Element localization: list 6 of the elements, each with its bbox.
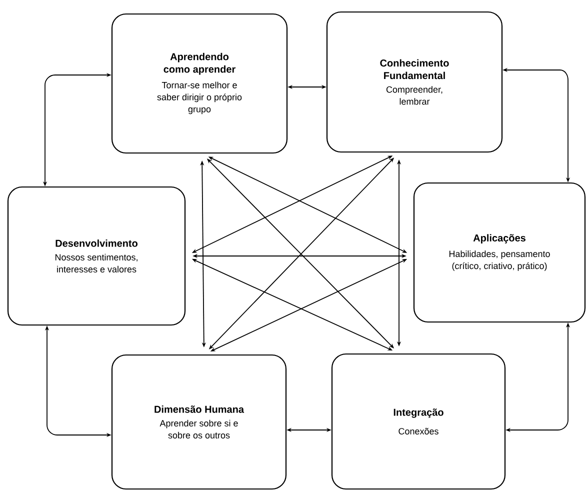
- process-box: Conhecimento Fundamental Compreender, lembrar: [326, 11, 503, 153]
- process-box: Desenvolvimento Nossos sentimentos, interesses e valores: [7, 186, 186, 326]
- process-box: Integração Conexões: [331, 353, 506, 490]
- process-box: Dimensão Humana Aprender sobre si e sobre os outros: [111, 354, 287, 490]
- process-box: Aplicações Habilidades, pensamento (crítico, criativo, prático): [413, 182, 586, 323]
- process-box: Aprendendo como aprender Tornar-se melhor e saber dirigir o próprio grupo: [111, 13, 288, 154]
